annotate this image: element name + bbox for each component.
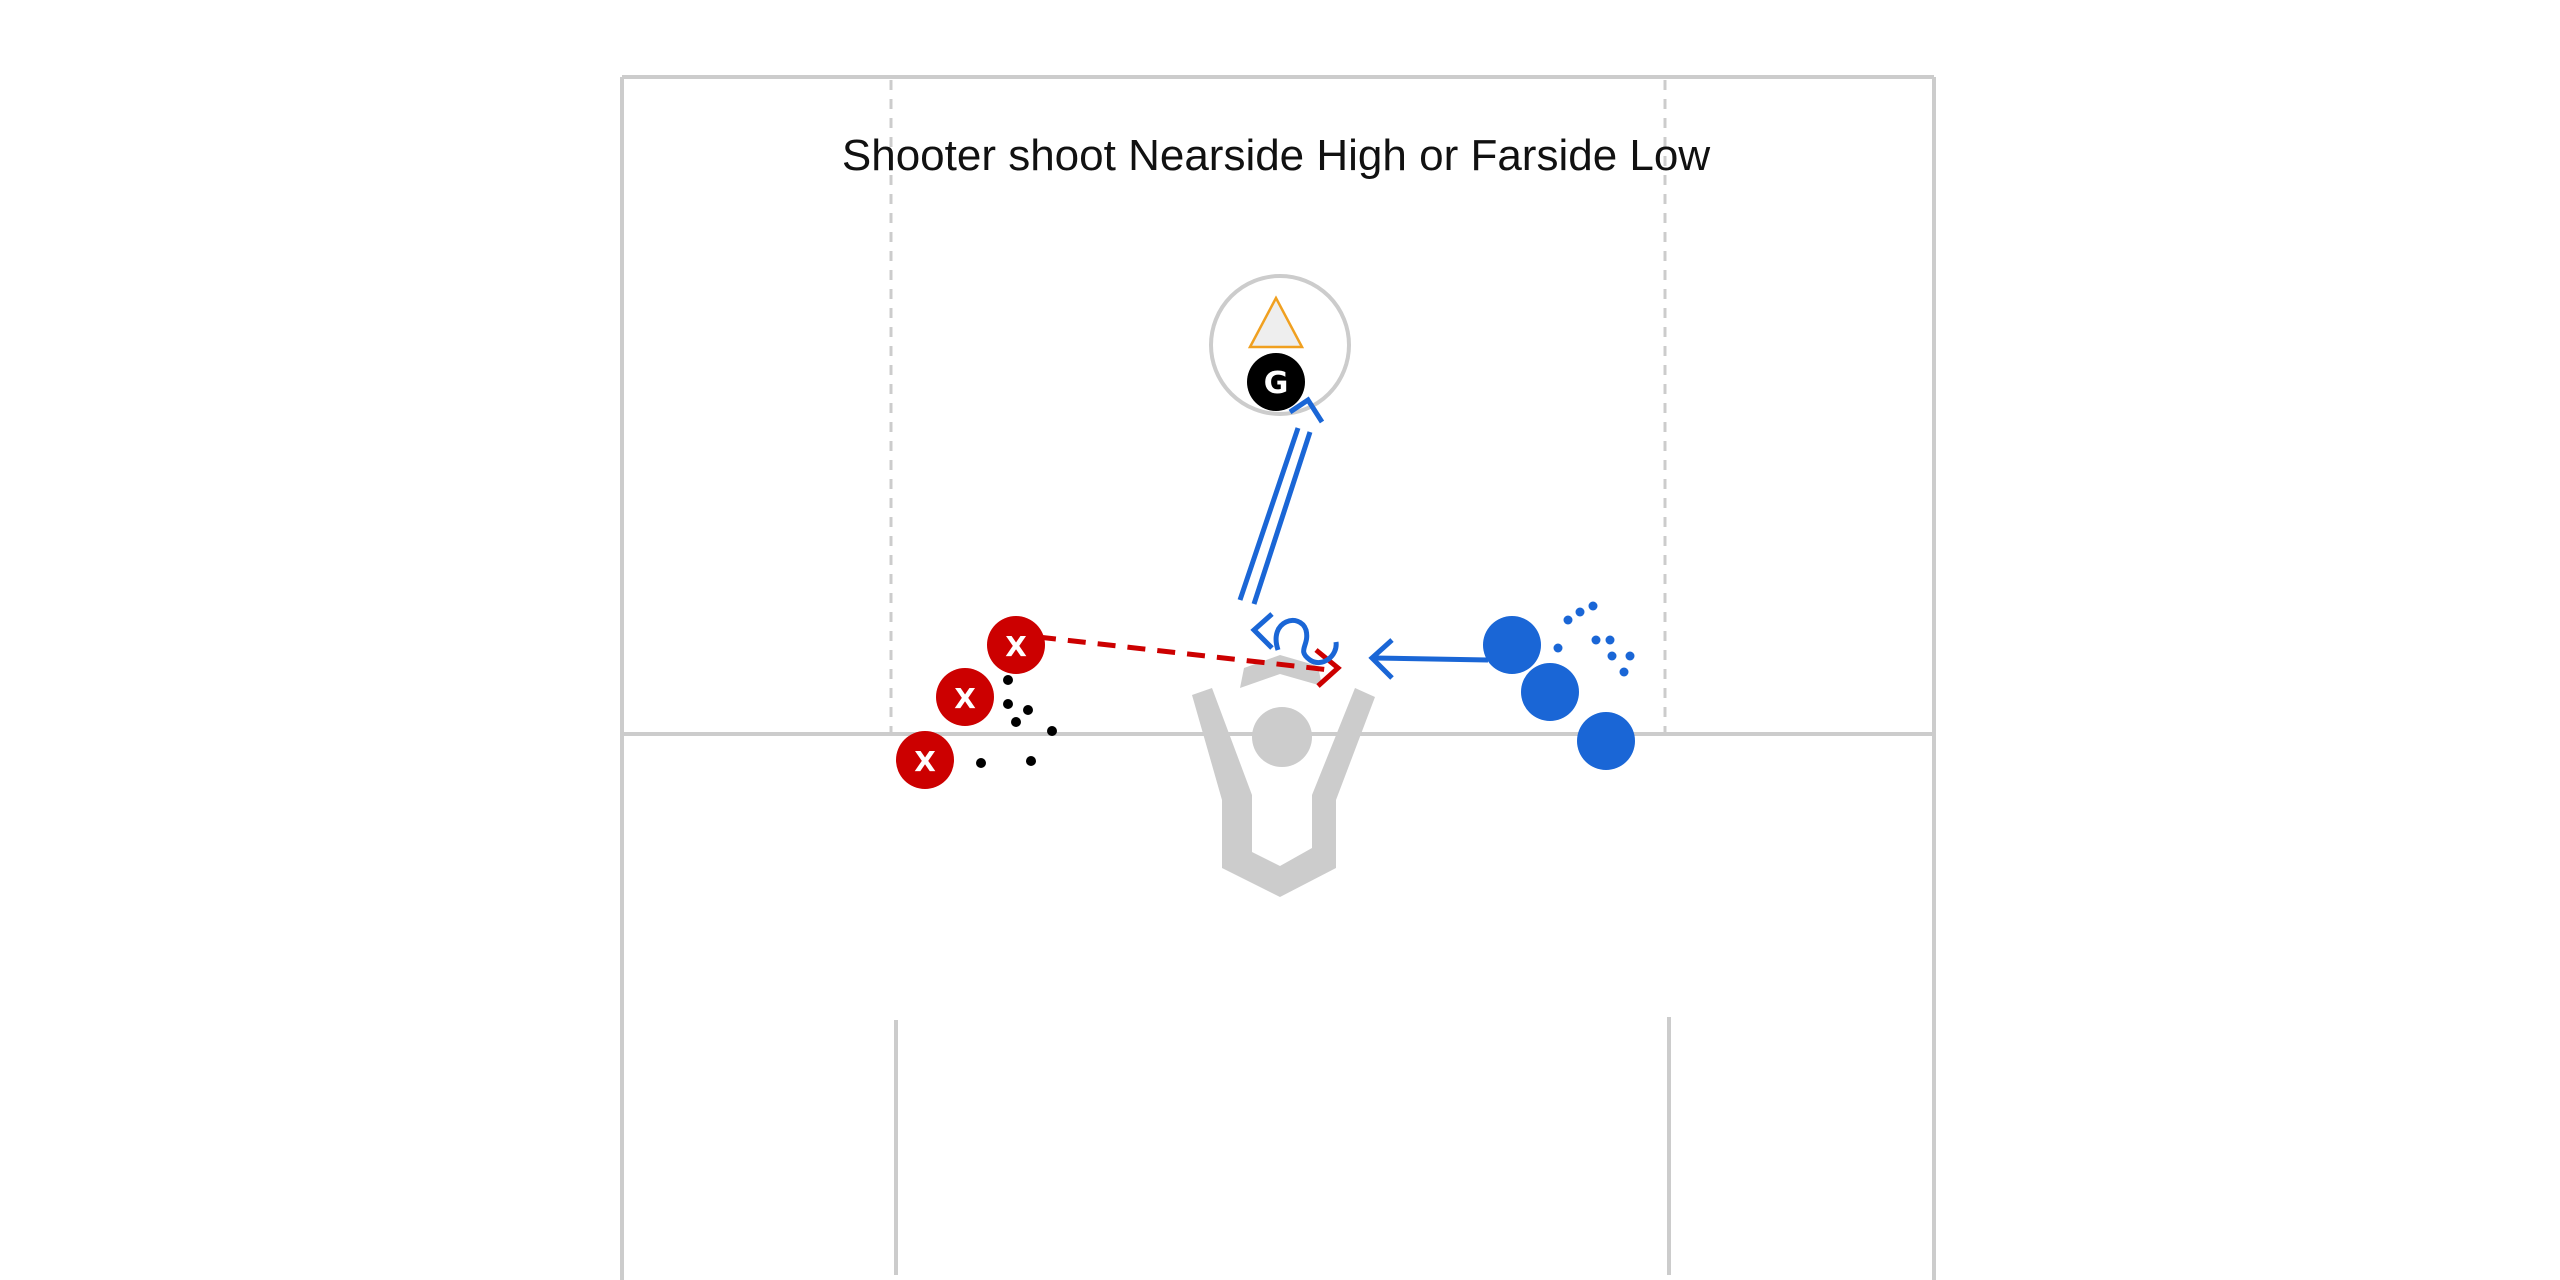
ball (1588, 601, 1598, 611)
blue-shot-line-2 (1251, 431, 1313, 605)
ball (1575, 607, 1585, 617)
diagram-title: Shooter shoot Nearside High or Farside L… (842, 131, 1710, 180)
blue-players (1483, 616, 1635, 770)
red-pass-dashed (1037, 634, 1331, 673)
blue-shot-hook (1250, 612, 1274, 650)
ball (1003, 675, 1013, 685)
ball (1047, 726, 1057, 736)
ball (976, 758, 986, 768)
lacrosse-goal-icon (1192, 655, 1375, 897)
goalie-label: G (1264, 366, 1289, 401)
red-attacker-3: X (896, 731, 954, 789)
blue-player-2 (1521, 663, 1579, 721)
red-attacker-2: X (936, 668, 994, 726)
blue-dodge-squiggle (1273, 618, 1339, 666)
dashed-lane-lines (889, 80, 1667, 734)
svg-text:X: X (914, 745, 936, 778)
blue-move-arrowhead (1368, 638, 1394, 680)
svg-text:X: X (954, 682, 976, 715)
red-pass-line (1037, 634, 1342, 688)
ball (1026, 756, 1036, 766)
blue-move-line (1368, 638, 1489, 680)
goalie (1247, 353, 1305, 411)
blue-shot-arrowhead (1288, 396, 1325, 424)
blue-player-3 (1577, 712, 1635, 770)
svg-text:X: X (1005, 630, 1027, 663)
ball (1003, 699, 1013, 709)
ball (1625, 651, 1635, 661)
cone-triangle-icon (1247, 295, 1305, 349)
blue-shot-path (1237, 396, 1339, 666)
ball (1607, 651, 1617, 661)
goal-pipe-center (1252, 707, 1312, 767)
blue-move-shaft (1373, 655, 1489, 663)
ball (1011, 717, 1021, 727)
crease-area: G (1209, 274, 1351, 416)
ball (1553, 643, 1563, 653)
ball (1591, 635, 1601, 645)
blue-shot-line-1 (1237, 427, 1301, 601)
goal-frame (1192, 688, 1375, 897)
ball (1619, 667, 1629, 677)
blue-player-1 (1483, 616, 1541, 674)
balls-right (1553, 601, 1635, 677)
ball (1563, 615, 1573, 625)
red-pass-arrowhead (1314, 648, 1342, 688)
ball (1023, 705, 1033, 715)
red-attacker-1: X (987, 616, 1045, 674)
red-attackers: X X X (896, 616, 1045, 789)
ball (1605, 635, 1615, 645)
field-lines (620, 75, 1936, 1280)
